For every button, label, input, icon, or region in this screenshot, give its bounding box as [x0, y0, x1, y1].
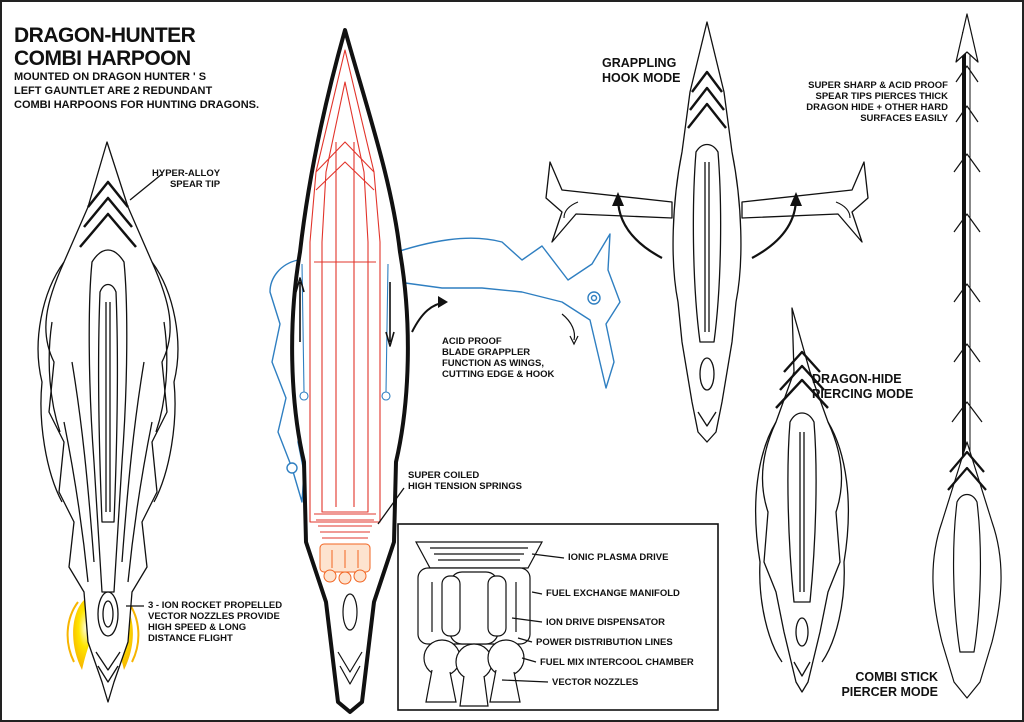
spear-tip-callout: HYPER-ALLOY SPEAR TIP — [152, 168, 220, 190]
engine-part-label: FUEL EXCHANGE MANIFOLD — [546, 588, 680, 599]
description-line: LEFT GAUNTLET ARE 2 REDUNDANT — [14, 85, 213, 97]
interior-structure — [309, 49, 381, 523]
engine-part-label: VECTOR NOZZLES — [552, 677, 639, 688]
flight-mode-harpoon — [37, 141, 179, 703]
engine-cluster — [319, 543, 371, 585]
spear-tips-callout: SUPER SHARP & ACID PROOF SPEAR TIPS PIER… — [786, 80, 948, 124]
engine-part-label: ION DRIVE DISPENSATOR — [546, 617, 665, 628]
piercing-mode-label: DRAGON-HIDE PIERCING MODE — [812, 372, 913, 402]
mode-line: HOOK MODE — [602, 71, 681, 85]
callout-line: DISTANCE FLIGHT — [148, 633, 233, 644]
title-line: DRAGON-HUNTER — [14, 24, 196, 47]
callout-line: HIGH TENSION SPRINGS — [408, 481, 523, 492]
callout-line: SUPER COILED — [408, 470, 480, 481]
engine-detail-box — [397, 523, 719, 711]
callout-line: HYPER-ALLOY — [152, 168, 221, 179]
callout-line: CUTTING EDGE & HOOK — [442, 369, 555, 380]
springs-callout: SUPER COILED HIGH TENSION SPRINGS — [408, 470, 522, 492]
engine-part-label: POWER DISTRIBUTION LINES — [536, 637, 673, 648]
callout-line: FUNCTION AS WINGS, — [442, 358, 545, 369]
callout-line: BLADE GRAPPLER — [442, 347, 531, 358]
grappling-mode-label: GRAPPLING HOOK MODE — [602, 56, 680, 86]
mode-line: PIERCING MODE — [812, 387, 914, 401]
mode-line: DRAGON-HIDE — [812, 372, 902, 386]
callout-line: ACID PROOF — [442, 336, 502, 347]
description-line: COMBI HARPOONS FOR HUNTING DRAGONS. — [14, 99, 260, 111]
stick-mode-label: COMBI STICK PIERCER MODE — [828, 670, 938, 700]
nozzles-callout: 3 - ION ROCKET PROPELLED VECTOR NOZZLES … — [148, 600, 282, 644]
callout-line: SPEAR TIP — [169, 179, 221, 190]
mode-line: GRAPPLING — [602, 56, 677, 70]
grappler-callout: ACID PROOF BLADE GRAPPLER FUNCTION AS WI… — [442, 336, 554, 380]
page-title: DRAGON-HUNTER COMBI HARPOON — [14, 24, 196, 70]
left-outer-body — [45, 141, 171, 703]
description: MOUNTED ON DRAGON HUNTER ' S LEFT GAUNTL… — [14, 70, 259, 112]
callout-line: HIGH SPEED & LONG — [148, 622, 247, 633]
description-line: MOUNTED ON DRAGON HUNTER ' S — [14, 71, 207, 83]
callout-line: SPEAR TIPS PIERCES THICK — [815, 91, 949, 102]
callout-line: SUPER SHARP & ACID PROOF — [808, 80, 948, 91]
grappling-hook-harpoon — [545, 21, 869, 443]
mode-line: COMBI STICK — [855, 670, 938, 684]
cutaway-outer-shell — [290, 28, 410, 714]
piercing-mode-harpoon — [754, 307, 850, 693]
callout-line: VECTOR NOZZLES PROVIDE — [148, 611, 280, 622]
tension-springs — [314, 513, 376, 539]
callout-line: SURFACES EASILY — [860, 113, 948, 124]
callout-line: DRAGON HIDE + OTHER HARD — [806, 102, 948, 113]
engine-part-label: IONIC PLASMA DRIVE — [568, 552, 669, 563]
mode-line: PIERCER MODE — [841, 685, 938, 699]
callout-line: 3 - ION ROCKET PROPELLED — [148, 600, 283, 611]
engine-part-label: FUEL MIX INTERCOOL CHAMBER — [540, 657, 694, 668]
cutaway-harpoon — [269, 28, 621, 714]
combi-stick-harpoon — [932, 13, 1002, 699]
title-line: COMBI HARPOON — [14, 47, 191, 70]
